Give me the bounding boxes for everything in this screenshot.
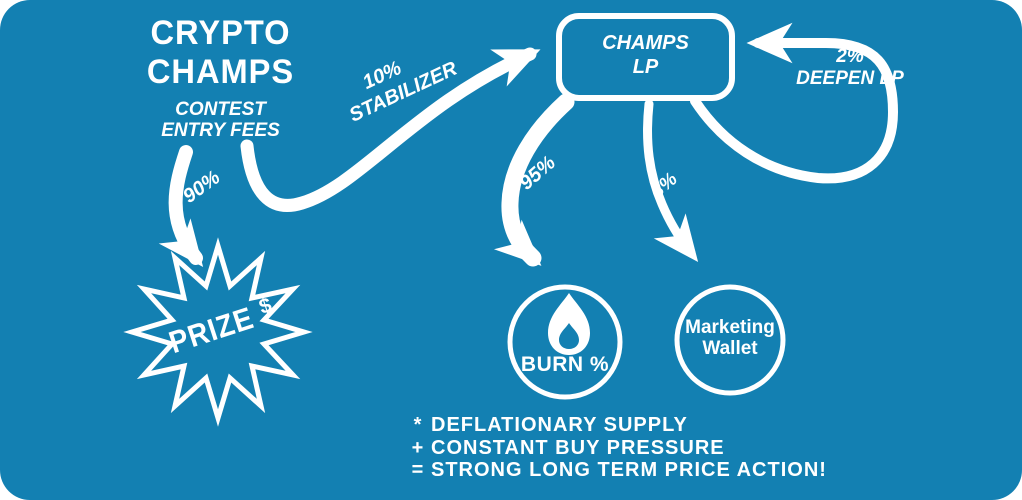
deepen-lp-percent: 2% xyxy=(836,46,864,67)
marketing-arrow xyxy=(643,99,699,263)
title-line-2: CHAMPS xyxy=(146,53,295,91)
dollar-sign-icon: $ xyxy=(256,293,275,319)
deepen-lp-flow-label: 2% DEEPEN LP xyxy=(772,46,928,90)
deepen-lp-loop-arrow xyxy=(690,22,899,184)
marketing-wallet-node-label: Marketing Wallet xyxy=(675,317,785,359)
subtitle-line-2: ENTRY FEES xyxy=(161,120,280,141)
prize-starburst xyxy=(123,237,313,427)
deepen-lp-text: DEEPEN LP xyxy=(796,68,904,89)
champs-lp-box xyxy=(556,13,735,101)
champs-lp-line-1: CHAMPS xyxy=(602,32,689,54)
footnote-price-action: = STRONG LONG TERM PRICE ACTION! xyxy=(405,459,827,482)
burn-arrow xyxy=(493,93,575,267)
burn-node-label: BURN % xyxy=(520,353,610,376)
contest-entry-fees-label: CONTEST ENTRY FEES xyxy=(133,99,308,141)
champs-lp-line-2: LP xyxy=(632,56,659,78)
page-title: CRYPTO CHAMPS xyxy=(141,14,299,92)
plus-symbol: + xyxy=(411,436,425,459)
prize-arrow xyxy=(158,145,204,268)
marketing-wallet-circle xyxy=(674,284,786,396)
title-line-1: CRYPTO xyxy=(150,14,291,52)
footnote-deflationary: * DEFLATIONARY SUPPLY xyxy=(405,414,827,437)
marketing-line-2: Wallet xyxy=(702,338,758,359)
footnote-text: DEFLATIONARY SUPPLY xyxy=(431,414,688,436)
footnote-text: CONSTANT BUY PRESSURE xyxy=(431,436,725,459)
footnote-text: STRONG LONG TERM PRICE ACTION! xyxy=(431,459,827,481)
marketing-line-1: Marketing xyxy=(685,317,775,338)
footnotes: * DEFLATIONARY SUPPLY + CONSTANT BUY PRE… xyxy=(405,414,827,482)
champs-lp-node-label: CHAMPS LP xyxy=(559,31,732,79)
burn-circle xyxy=(507,284,623,400)
footnote-buy-pressure: + CONSTANT BUY PRESSURE xyxy=(405,437,827,460)
asterisk-symbol: * xyxy=(413,414,423,436)
equals-symbol: = xyxy=(411,459,425,481)
stabilizer-arrow xyxy=(240,47,541,212)
flame-icon xyxy=(548,293,590,355)
subtitle-line-1: CONTEST xyxy=(175,99,266,120)
